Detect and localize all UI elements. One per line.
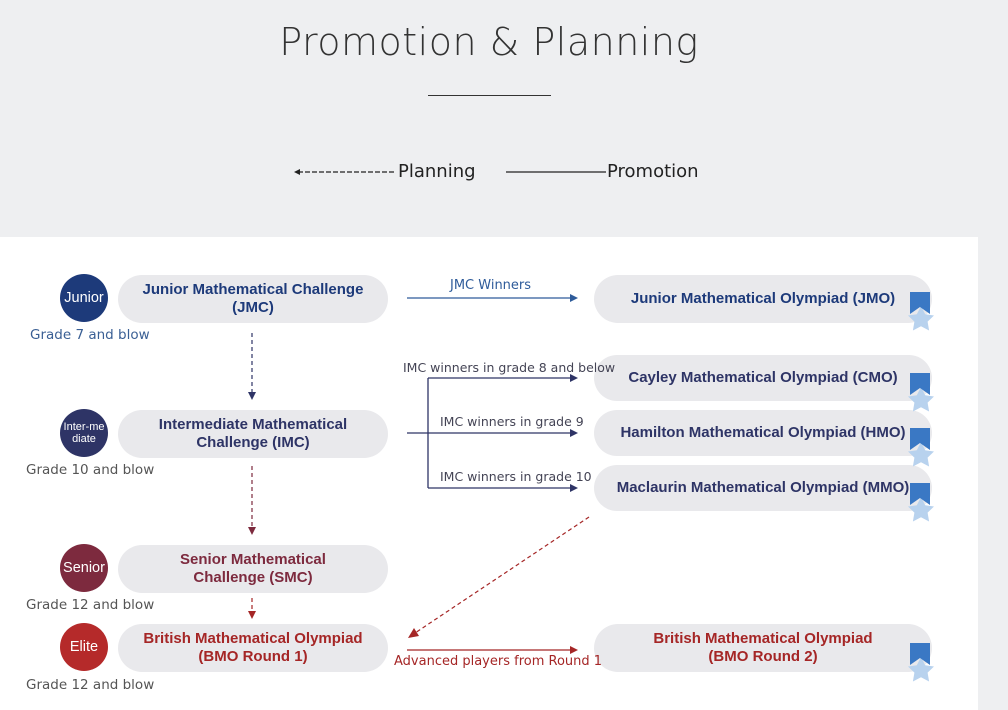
advanced-players-label: Advanced players from Round 1 [394,654,603,669]
senior-badge: Senior [60,544,108,592]
bmo-round2-node: British Mathematical Olympiad (BMO Round… [594,624,932,672]
mmo-award-icon [908,483,934,522]
planning-mmo-to-bmo1-arrowhead [408,628,419,638]
jmo-award-icon [908,292,934,331]
cmo-node: Cayley Mathematical Olympiad (CMO) [594,355,932,401]
hmo-award-icon [908,428,934,467]
promotion-imc-to-hmo-arrowhead [570,429,578,437]
elite-badge: Elite [60,623,108,671]
planning-imc-to-smc-arrowhead [248,527,256,535]
jmc-winners-label: JMC Winners [450,278,532,293]
planning-jmc-to-imc-arrowhead [248,392,256,400]
legend-promotion-label: Promotion [607,161,699,182]
junior-badge: Junior [60,274,108,322]
junior-grade-label: Grade 7 and blow [30,327,150,343]
imc-grade8-label: IMC winners in grade 8 and below [403,360,616,375]
legend-planning-arrowhead [294,169,300,175]
senior-grade-label: Grade 12 and blow [26,597,155,613]
elite-grade-label: Grade 12 and blow [26,677,155,693]
imc-node: Intermediate Mathematical Challenge (IMC… [118,410,388,458]
promotion-imc-to-mmo-arrowhead [570,484,578,492]
smc-node: Senior Mathematical Challenge (SMC) [118,545,388,593]
cmo-award-icon [908,373,934,412]
imc-grade10-label: IMC winners in grade 10 [440,469,592,484]
legend-planning-label: Planning [398,161,476,182]
planning-mmo-to-bmo1-line [414,516,590,634]
bmo-round2-award-icon [908,643,934,682]
imc-grade9-label: IMC winners in grade 9 [440,414,584,429]
promotion-jmc-to-jmo-arrowhead [570,294,578,302]
intermediate-grade-label: Grade 10 and blow [26,462,155,478]
hmo-node: Hamilton Mathematical Olympiad (HMO) [594,410,932,456]
planning-smc-to-bmo1-arrowhead [248,611,256,619]
mmo-node: Maclaurin Mathematical Olympiad (MMO) [594,465,932,511]
title-divider [428,95,551,96]
jmc-node: Junior Mathematical Challenge (JMC) [118,275,388,323]
bmo-round1-node: British Mathematical Olympiad (BMO Round… [118,624,388,672]
promotion-imc-to-cmo-arrowhead [570,374,578,382]
intermediate-badge: Inter-mediate [60,409,108,457]
jmo-node: Junior Mathematical Olympiad (JMO) [594,275,932,323]
promotion-bmo1-to-bmo2-arrowhead [570,646,578,654]
page-title: Promotion & Planning [279,20,699,64]
